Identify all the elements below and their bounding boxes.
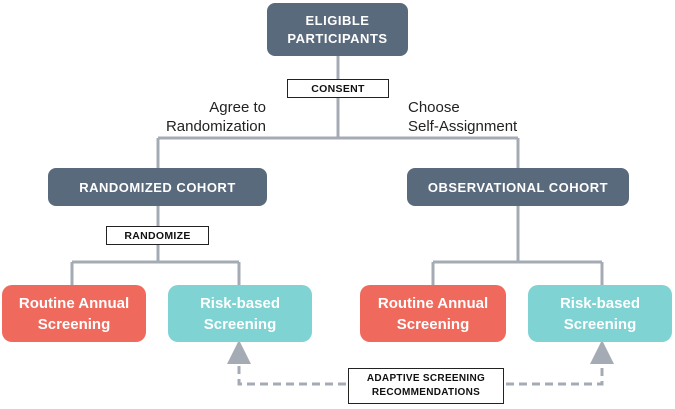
randomize-tag: RANDOMIZE bbox=[106, 226, 209, 245]
randomized-routine-annual-screening-box: Routine Annual Screening bbox=[2, 285, 146, 342]
adaptive-screening-recommendations-tag: ADAPTIVE SCREENING RECOMMENDATIONS bbox=[348, 368, 504, 404]
agree-to-randomization-label: Agree to Randomization bbox=[165, 99, 266, 135]
observational-routine-annual-screening-box: Routine Annual Screening bbox=[360, 285, 506, 342]
eligible-participants-box: ELIGIBLE PARTICIPANTS bbox=[267, 3, 408, 56]
consent-tag: CONSENT bbox=[287, 79, 389, 98]
observational-cohort-box: OBSERVATIONAL COHORT bbox=[407, 168, 629, 206]
adaptive-arrow-right bbox=[506, 340, 614, 386]
choose-self-assignment-label: Choose Self-Assignment bbox=[408, 99, 518, 135]
randomized-risk-based-screening-box: Risk-based Screening bbox=[168, 285, 312, 342]
adaptive-arrow-left bbox=[227, 340, 346, 386]
observational-risk-based-screening-box: Risk-based Screening bbox=[528, 285, 672, 342]
randomized-cohort-box: RANDOMIZED COHORT bbox=[48, 168, 267, 206]
